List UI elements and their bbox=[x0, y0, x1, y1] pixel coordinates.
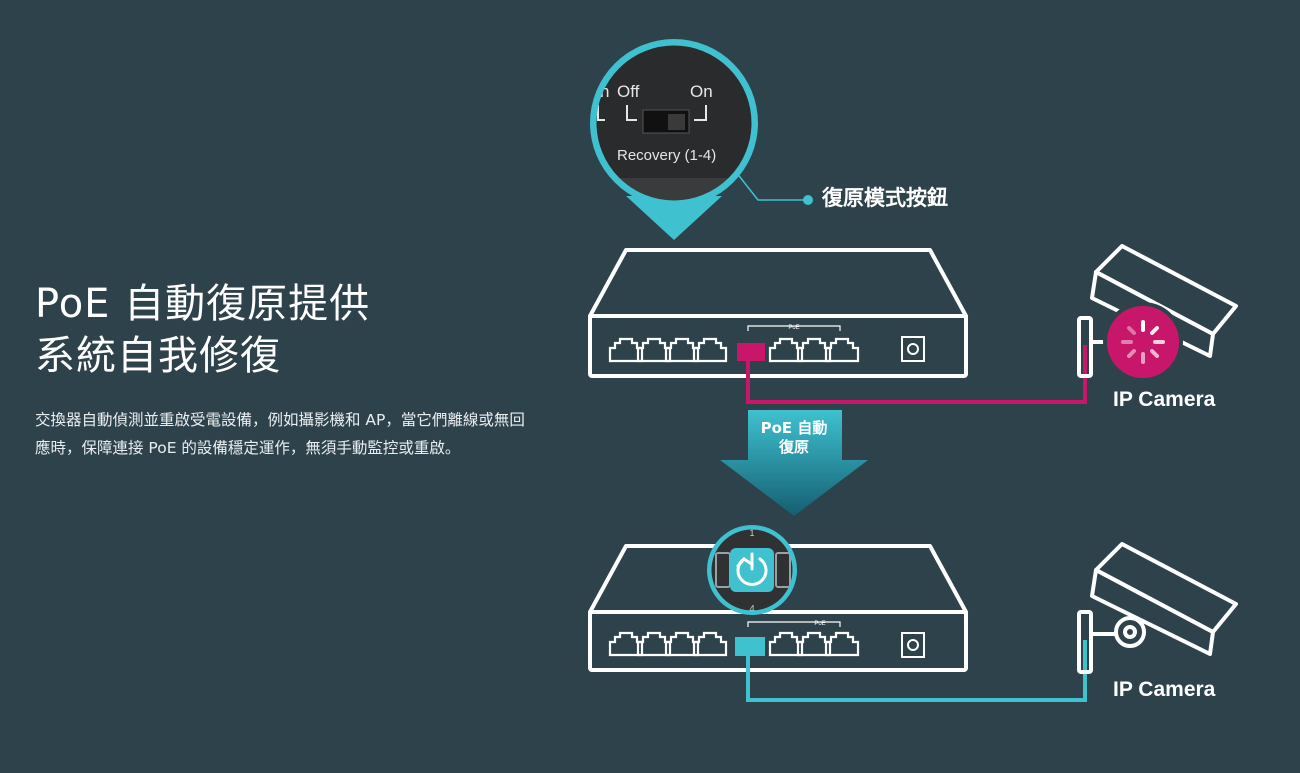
arrow-label-line-2: 復原 bbox=[778, 438, 809, 456]
dip-switch-lever bbox=[668, 114, 685, 130]
switch-top-ports bbox=[608, 337, 860, 363]
title-line-2: 系統自我修復 bbox=[35, 333, 281, 379]
faulty-cable bbox=[746, 345, 1087, 404]
switch-bottom-body bbox=[588, 610, 968, 672]
ip-camera-bottom-label: IP Camera bbox=[1113, 678, 1216, 701]
switch-top-body bbox=[588, 314, 968, 378]
auto-recovery-arrow: PoE 自動 復原 bbox=[720, 410, 868, 516]
port-number-4: 4 bbox=[749, 604, 755, 615]
recovery-port-zoom: 1 4 bbox=[707, 525, 797, 615]
leader-dot bbox=[803, 195, 813, 205]
switch-top-lid bbox=[588, 248, 968, 318]
arrow-label-line-1: PoE 自動 bbox=[761, 419, 828, 437]
poe-bracket-top bbox=[747, 325, 841, 331]
switch-top bbox=[588, 248, 968, 378]
power-port-top bbox=[901, 336, 925, 362]
poe-mark-bottom: PoE bbox=[814, 621, 825, 627]
ip-camera-bottom bbox=[1077, 542, 1238, 674]
recovery-button-label: 復原模式按鈕 bbox=[821, 186, 948, 210]
switch-bottom-ports bbox=[608, 631, 860, 657]
page-title: PoE 自動復原提供 系統自我修復 bbox=[35, 278, 535, 382]
svg-text:n: n bbox=[600, 82, 609, 101]
poe-bracket-bottom bbox=[747, 621, 841, 627]
intro-section: PoE 自動復原提供 系統自我修復 交換器自動偵測並重啟受電設備，例如攝影機和 … bbox=[35, 278, 535, 462]
camera-mount-joint bbox=[1114, 616, 1146, 648]
port-number-1: 1 bbox=[749, 528, 754, 538]
recovery-switch-zoom: n Off On ) Recovery (1-4) bbox=[590, 39, 758, 240]
recovery-leader-line bbox=[735, 171, 805, 201]
recovered-port-highlight bbox=[735, 637, 765, 656]
poe-mark-top: PoE bbox=[788, 325, 799, 331]
camera-offline-indicator bbox=[1103, 302, 1183, 382]
ip-camera-top bbox=[1077, 244, 1238, 378]
power-restart-icon bbox=[736, 552, 768, 586]
ip-camera-top-label: IP Camera bbox=[1113, 388, 1216, 411]
loading-spinner-icon bbox=[1121, 320, 1165, 364]
faulty-port-highlight bbox=[737, 343, 765, 361]
recovery-label: Recovery (1-4) bbox=[617, 147, 716, 164]
on-label: On bbox=[690, 82, 713, 101]
power-port-bottom bbox=[901, 632, 925, 658]
title-line-1: PoE 自動復原提供 bbox=[35, 281, 371, 327]
off-label: Off bbox=[617, 82, 640, 101]
feature-description: 交換器自動偵測並重啟受電設備，例如攝影機和 AP，當它們離線或無回應時，保障連接… bbox=[35, 411, 525, 457]
zoom-pointer bbox=[626, 196, 722, 240]
switch-bottom bbox=[588, 544, 968, 672]
